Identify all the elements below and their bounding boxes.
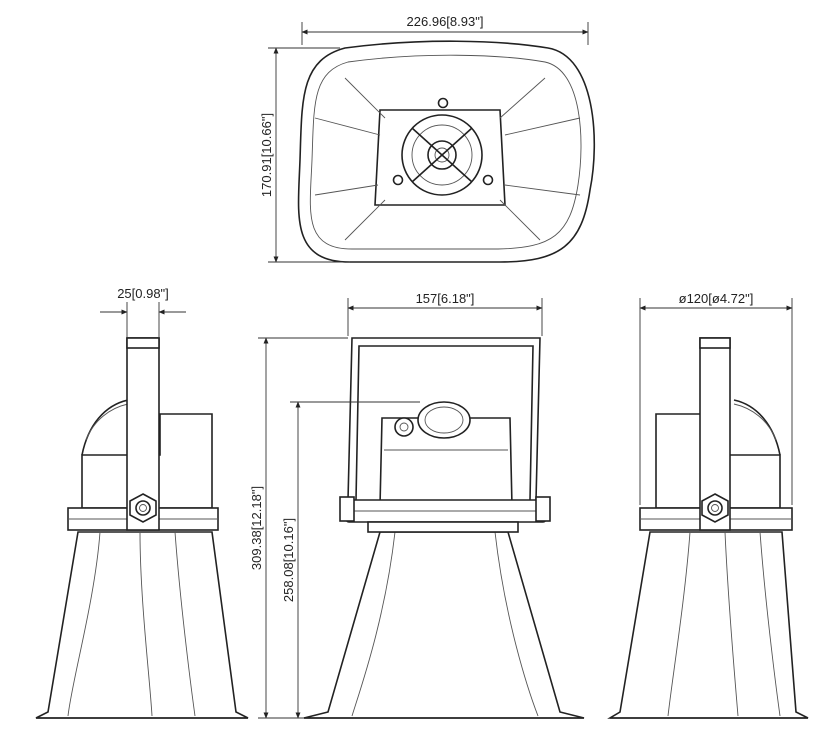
dim-label-body-height: 258.08[10.16"]	[281, 518, 296, 602]
dimension-top-width: 226.96[8.93"]	[301, 14, 589, 45]
front-view	[303, 337, 585, 719]
side-view-left	[35, 337, 249, 719]
dimension-total-height: 309.38[12.18"]	[249, 337, 348, 719]
top-view	[297, 40, 596, 263]
dim-label-diameter: ø120[ø4.72"]	[679, 291, 754, 306]
dimension-top-depth: 170.91[10.66"]	[259, 47, 350, 263]
dim-label-bracket-width: 25[0.98"]	[117, 286, 169, 301]
dimension-bracket-width: 25[0.98"]	[100, 286, 186, 338]
dimension-diameter: ø120[ø4.72"]	[639, 291, 793, 505]
dimension-body-height: 258.08[10.16"]	[281, 401, 420, 719]
dim-label-top-depth: 170.91[10.66"]	[259, 113, 274, 197]
dimension-front-width: 157[6.18"]	[347, 291, 543, 336]
dim-label-top-width: 226.96[8.93"]	[407, 14, 484, 29]
dim-label-total-height: 309.38[12.18"]	[249, 486, 264, 570]
side-view-right	[607, 337, 809, 719]
dim-label-front-width: 157[6.18"]	[416, 291, 475, 306]
